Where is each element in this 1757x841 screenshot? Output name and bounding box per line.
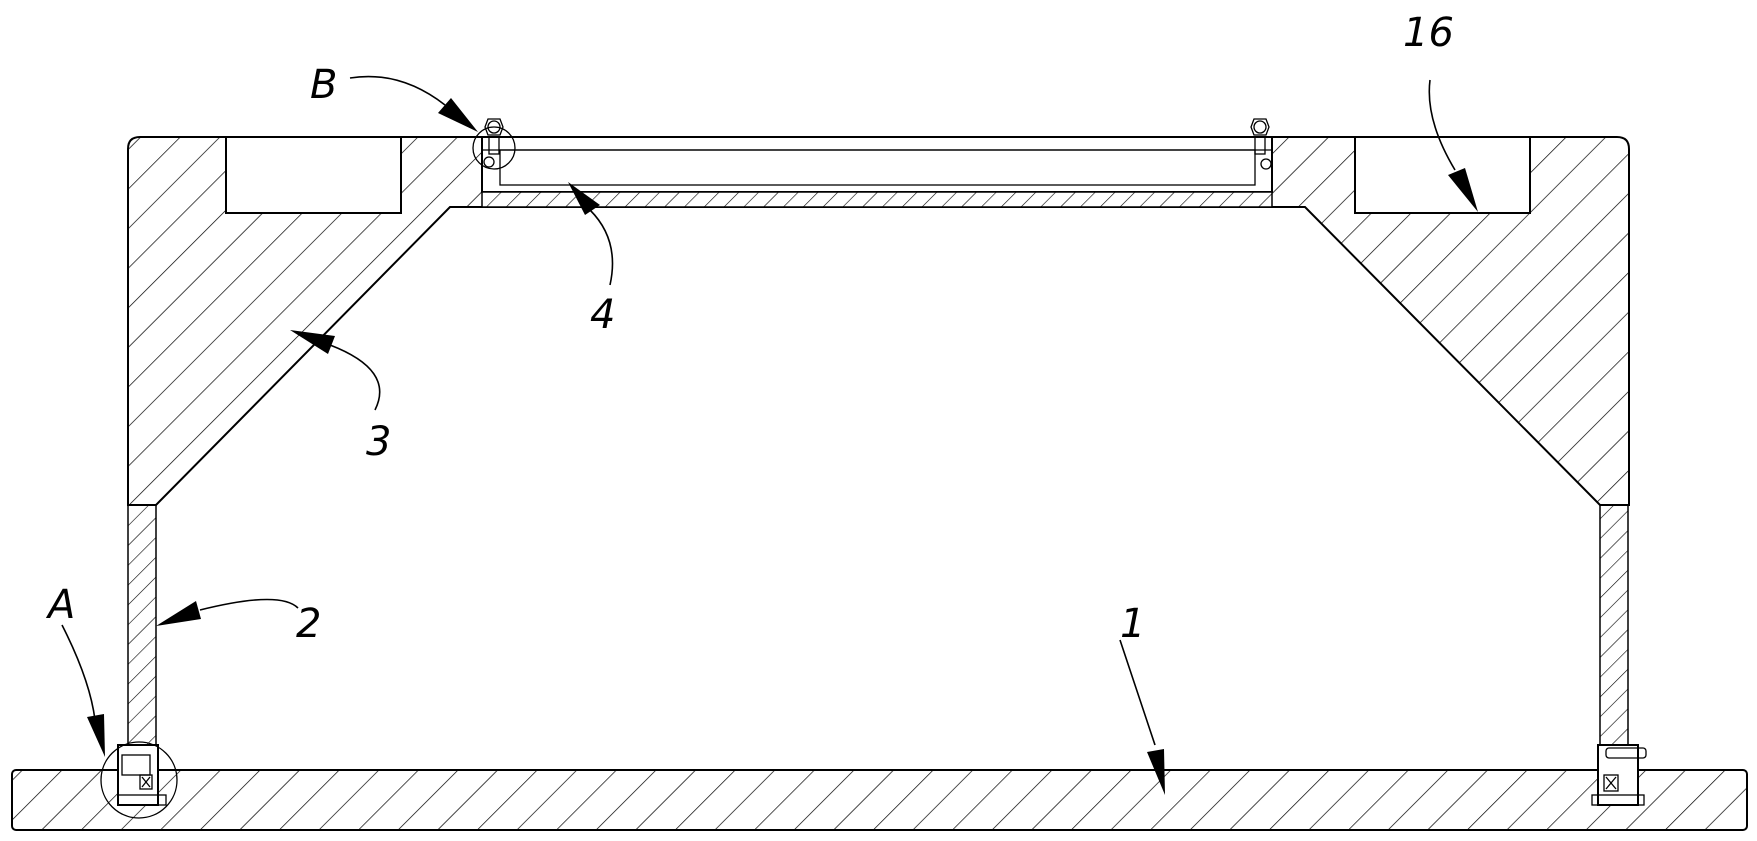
top-frame: [127, 136, 1630, 506]
leader-16: [1428, 79, 1478, 212]
left-leg: [127, 504, 157, 746]
detail-circle-b: [472, 126, 516, 170]
right-foot-clamp: [1591, 744, 1647, 806]
label-16: 16: [1403, 10, 1454, 56]
left-recess: [225, 136, 402, 214]
label-3: 3: [366, 419, 391, 465]
top-channel: [481, 136, 1273, 193]
label-1: 1: [1120, 601, 1145, 647]
left-top-bolt: [472, 118, 516, 170]
detail-circle-a: [100, 741, 178, 819]
leader-2: [156, 598, 299, 626]
right-recess: [1354, 136, 1531, 214]
leader-a: [61, 624, 105, 757]
right-leg: [1599, 504, 1629, 746]
label-b: B: [310, 62, 337, 108]
label-a: A: [45, 582, 75, 628]
left-foot-clamp: [100, 741, 178, 819]
leader-4: [568, 182, 614, 286]
leader-1: [1119, 639, 1165, 795]
right-top-bolt: [1250, 118, 1272, 170]
label-2: 2: [296, 601, 321, 647]
label-4: 4: [590, 292, 615, 338]
leader-b: [349, 75, 478, 132]
base-plate: [11, 769, 1748, 831]
leader-3: [290, 330, 381, 411]
